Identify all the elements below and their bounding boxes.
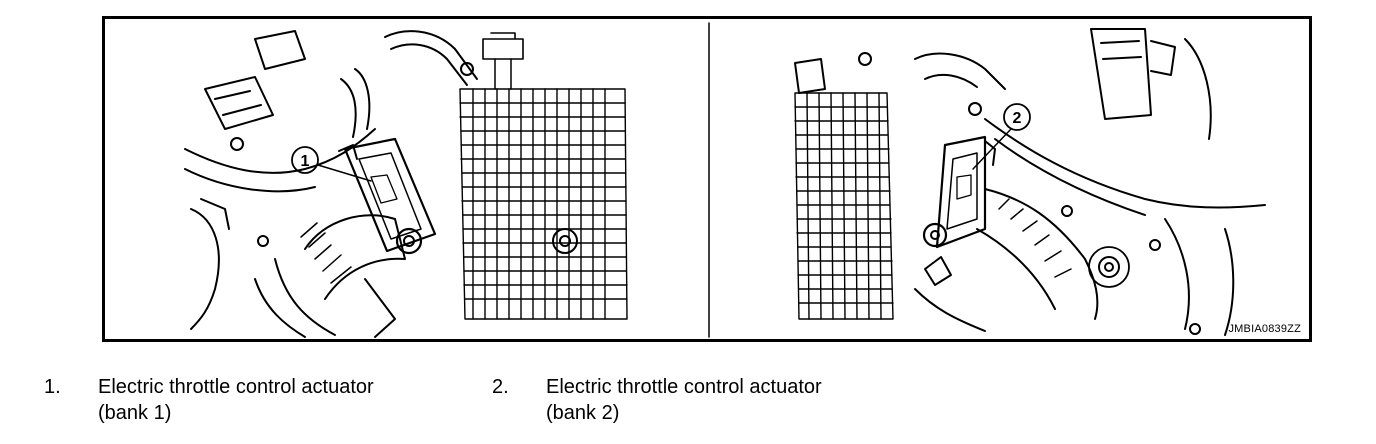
callout-2-leader [972, 128, 1012, 170]
engine-bay-illustration: 1 [102, 16, 1312, 342]
throttle-actuator-bank-2 [922, 135, 996, 249]
legend-text: Electric throttle control actuator (bank… [98, 374, 374, 426]
line-drawing: 1 [184, 22, 1266, 338]
legend-line: (bank 2) [546, 402, 620, 424]
legend-number: 2. [492, 376, 509, 398]
callout-1-label: 1 [301, 153, 310, 170]
left-grid-block [459, 88, 628, 320]
figure-code: JMBIA0839ZZ [1228, 323, 1301, 335]
legend-line: (bank 1) [98, 402, 172, 424]
legend-line: Electric throttle control actuator [546, 376, 822, 398]
callout-2-label: 2 [1013, 110, 1022, 127]
right-grid-block [794, 92, 894, 320]
legend-number: 1. [44, 376, 61, 398]
legend-line: Electric throttle control actuator [98, 376, 374, 398]
left-panel-drawing: 1 [184, 30, 628, 338]
throttle-actuator-bank-1 [338, 137, 437, 255]
callout-1-leader [317, 164, 372, 182]
right-panel-drawing: 2 [794, 28, 1266, 336]
legend-text: Electric throttle control actuator (bank… [546, 374, 822, 426]
